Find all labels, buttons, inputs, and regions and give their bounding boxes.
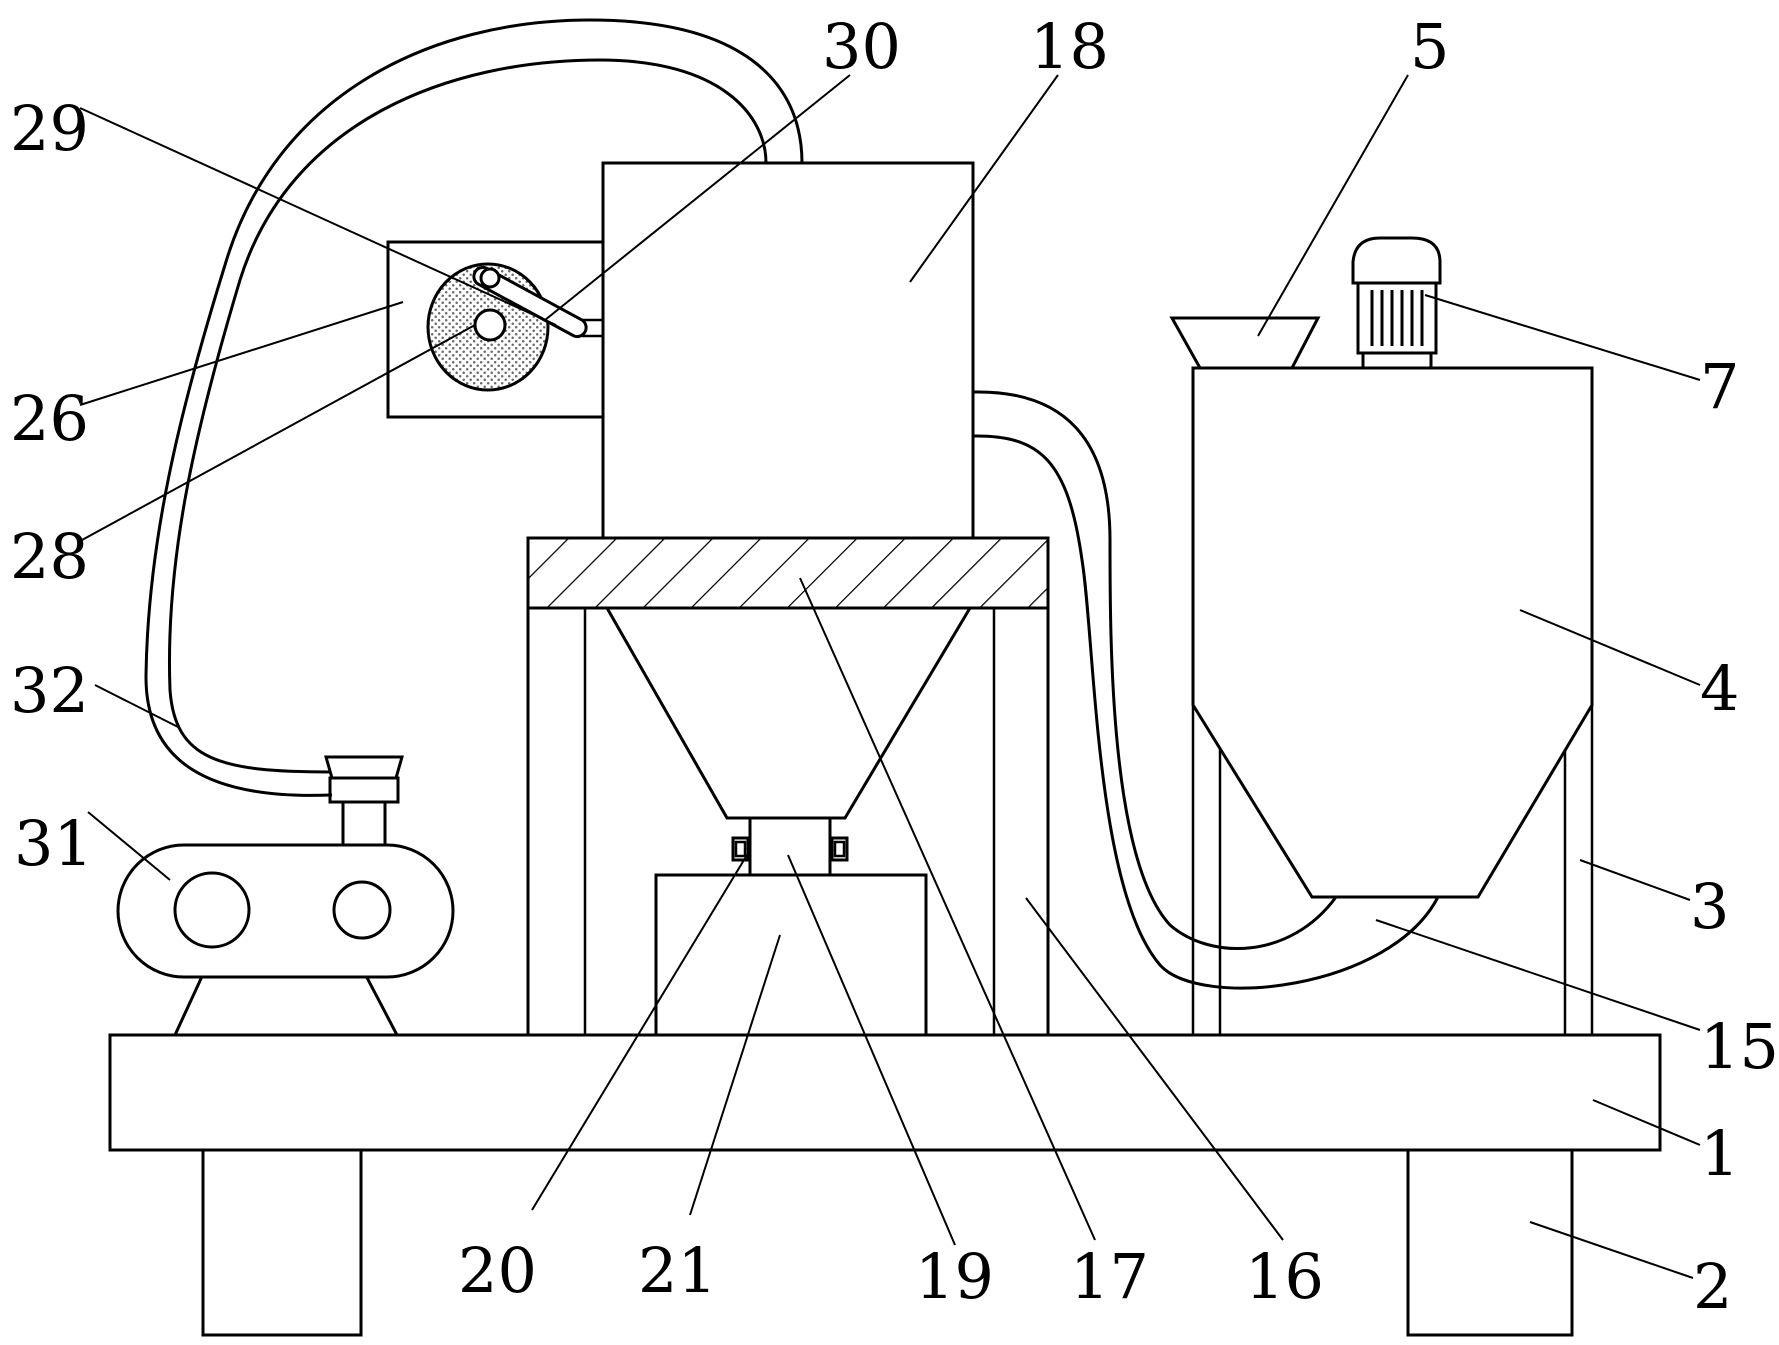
callout-26: 26 (10, 382, 89, 455)
outlet-tube (748, 816, 832, 877)
collecting-box (654, 873, 928, 1037)
lower-hopper (604, 606, 973, 820)
pump (116, 755, 455, 1037)
left-foot (201, 1148, 363, 1337)
leader-lines (79, 74, 1701, 1279)
mixing-tank (1191, 366, 1594, 899)
callout-19: 19 (915, 1240, 994, 1313)
return-hose (144, 18, 804, 797)
callout-30: 30 (822, 10, 901, 83)
callout-28: 28 (10, 520, 89, 593)
upper-box (601, 161, 975, 540)
callout-2: 2 (1693, 1250, 1732, 1323)
callout-31: 31 (14, 807, 93, 880)
callout-17: 17 (1070, 1240, 1149, 1313)
callout-20: 20 (458, 1234, 537, 1307)
callout-7: 7 (1700, 350, 1739, 423)
right-foot (1406, 1148, 1574, 1337)
hatched-plate (526, 536, 1050, 610)
crank-arm (472, 265, 603, 339)
callout-16: 16 (1245, 1240, 1324, 1313)
callout-18: 18 (1030, 10, 1109, 83)
callout-21: 21 (638, 1234, 717, 1307)
callout-1: 1 (1700, 1117, 1739, 1190)
base-plate (108, 1033, 1662, 1152)
feed-funnel (1169, 316, 1321, 370)
callout-4: 4 (1700, 652, 1739, 725)
callout-labels: 1 2 3 4 5 7 15 16 17 18 19 20 21 26 28 2… (10, 10, 1779, 1323)
callout-3: 3 (1690, 870, 1729, 943)
connecting-pipe (972, 390, 1440, 990)
callout-32: 32 (10, 654, 89, 727)
callout-5: 5 (1410, 10, 1449, 83)
callout-15: 15 (1700, 1010, 1779, 1083)
motor (1351, 236, 1442, 370)
callout-29: 29 (10, 92, 89, 165)
valve (731, 836, 849, 862)
disc-hub (473, 308, 507, 342)
